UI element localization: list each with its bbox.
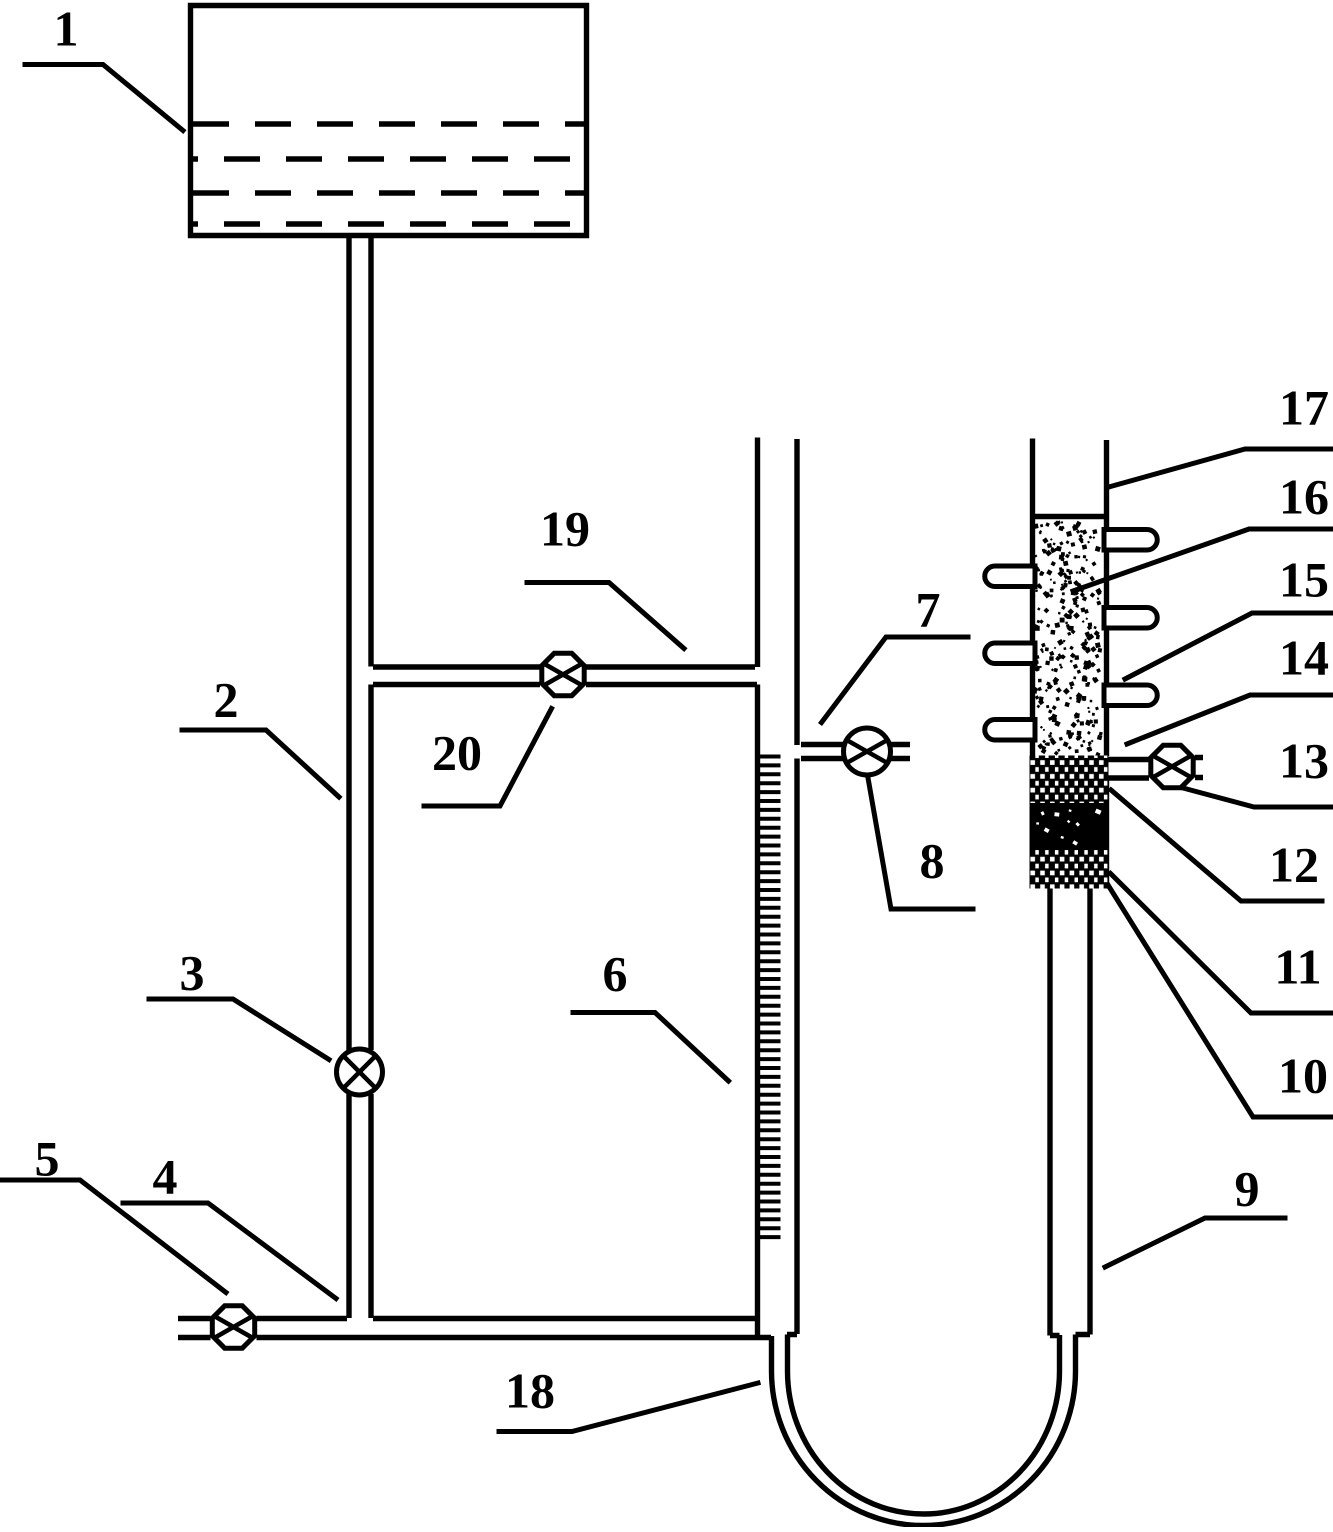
svg-text:1: 1	[54, 1, 79, 57]
svg-text:15: 15	[1279, 552, 1329, 608]
svg-text:17: 17	[1279, 380, 1329, 436]
svg-text:18: 18	[505, 1363, 555, 1419]
svg-text:4: 4	[153, 1149, 178, 1205]
svg-text:20: 20	[432, 725, 482, 781]
svg-text:5: 5	[35, 1131, 60, 1187]
svg-text:8: 8	[920, 833, 945, 889]
svg-text:14: 14	[1279, 630, 1329, 686]
svg-text:13: 13	[1279, 733, 1329, 789]
svg-text:6: 6	[603, 946, 628, 1002]
svg-text:12: 12	[1269, 837, 1319, 893]
svg-text:10: 10	[1278, 1048, 1328, 1104]
svg-text:11: 11	[1274, 939, 1321, 995]
svg-text:2: 2	[214, 672, 239, 728]
svg-text:3: 3	[180, 945, 205, 1001]
svg-text:7: 7	[916, 582, 941, 638]
svg-text:16: 16	[1279, 469, 1329, 525]
svg-text:19: 19	[540, 501, 590, 557]
svg-text:9: 9	[1235, 1161, 1260, 1217]
